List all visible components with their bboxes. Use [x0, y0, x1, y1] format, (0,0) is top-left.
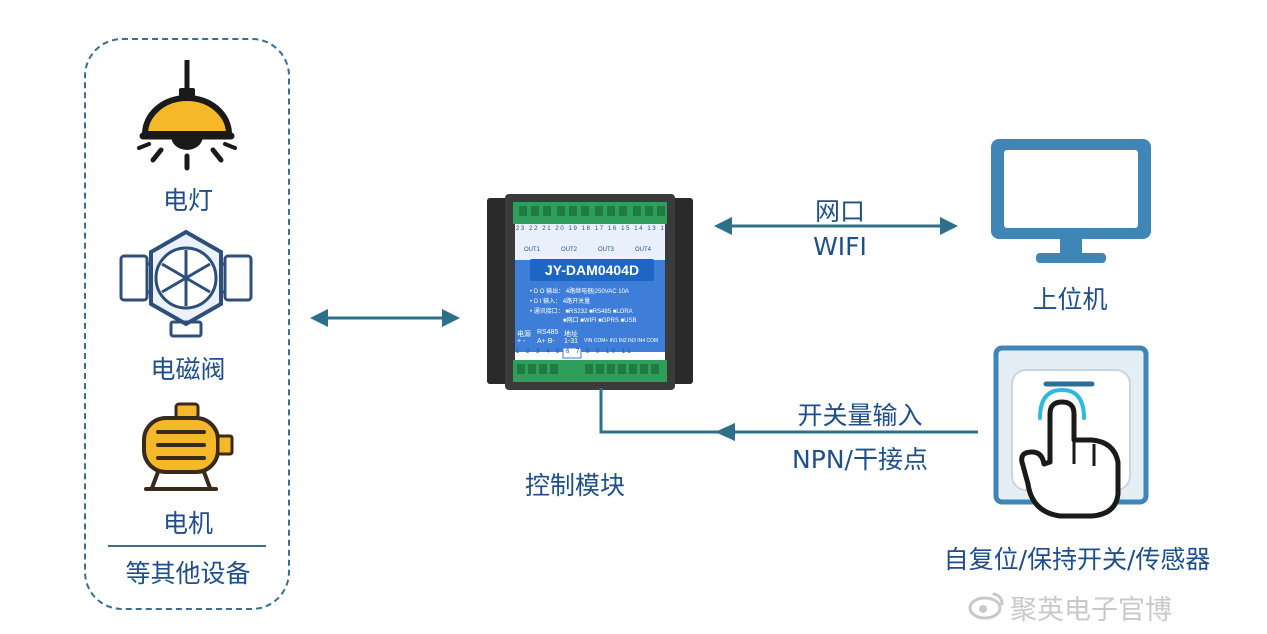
panel-divider [108, 545, 266, 547]
valve-label: 电磁阀 [150, 355, 226, 384]
motor-label: 电机 [162, 509, 213, 538]
monitor-icon [991, 139, 1151, 263]
host-label: 上位机 [1032, 285, 1108, 314]
lamp-label: 电灯 [162, 186, 213, 215]
network-link-double-arrow [714, 217, 958, 235]
module-bottom-terminals: 1 2 3 4 5 6 7 8 9 10 11 [516, 349, 634, 355]
input-link-label-top: 开关量输入 [797, 401, 923, 430]
module-spec-comm2: ■网口 ■WIFI ■GPRS ■USB [563, 318, 637, 324]
module-spec-di: • D I 输入： 4路开关量 [530, 299, 591, 305]
network-link-label-bottom: WIFI [813, 232, 867, 261]
module-pm-label: + - [517, 338, 526, 345]
module-addr-label: 地址 [564, 331, 578, 338]
module-out-label: OUT1 [524, 247, 541, 253]
module-addr-range: 1-31 [564, 338, 579, 345]
solenoid-valve-icon [119, 229, 253, 338]
module-power-label: 电源 [517, 331, 531, 338]
device-panel [84, 38, 290, 610]
watermark: 聚英电子官博 [1010, 595, 1172, 626]
motor-icon [142, 402, 234, 491]
module-spec-do: • D O 输出： 4路继电器|250VAC 10A [530, 289, 629, 295]
module-ab-label: A+ B- [537, 338, 555, 345]
other-devices-label: 等其他设备 [125, 559, 251, 588]
weibo-logo-icon [968, 592, 1004, 620]
input-link-label-bottom: NPN/干接点 [792, 445, 928, 474]
input-link-arrow [599, 388, 978, 441]
module-out-label: OUT4 [635, 247, 652, 253]
device-link-double-arrow [310, 309, 460, 327]
push-switch-icon [993, 345, 1149, 519]
module-model: JY-DAM0404D [530, 259, 654, 281]
switch-label: 自复位/保持开关/传感器 [943, 545, 1211, 574]
module-top-terminals: 23 22 21 20 19 18 17 16 15 14 13 12 [516, 226, 671, 232]
lamp-icon [137, 60, 237, 171]
module-rs485-label: RS485 [537, 329, 559, 336]
network-link-label-top: 网口 [814, 197, 865, 226]
module-caption: 控制模块 [524, 471, 625, 500]
module-out-label: OUT3 [598, 247, 615, 253]
control-module-image [487, 194, 693, 390]
module-spec-comm: • 通讯接口： ■RS232 ■RS485 ■LORA [530, 309, 633, 315]
module-out-label: OUT2 [561, 247, 578, 253]
module-in-label: VIN COM+ IN1 IN2 IN3 IN4 COM [584, 338, 659, 344]
